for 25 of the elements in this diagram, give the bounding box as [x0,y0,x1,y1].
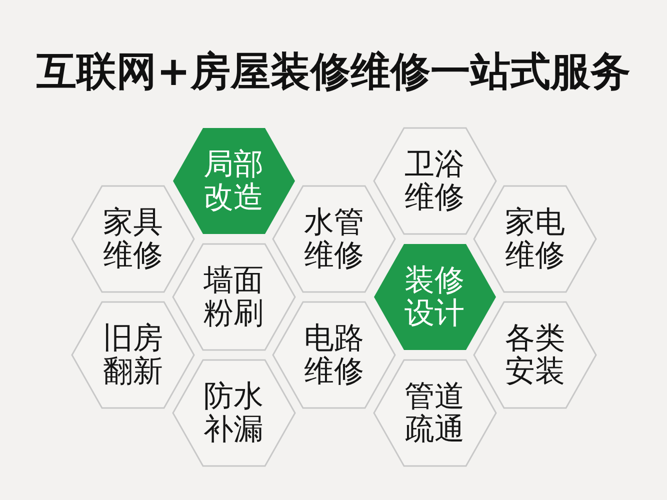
hexagon-tile [372,127,496,235]
service-label: 墙面粉刷 [202,264,264,330]
service-label: 电路维修 [303,322,365,388]
hexagon-tile [172,359,296,467]
hexagon-tile [172,243,296,351]
service-label: 防水补漏 [202,380,264,446]
service-label: 各类安装 [504,322,566,388]
service-label: 卫浴维修 [404,148,466,214]
hexagon-tile [372,243,496,351]
service-label: 局部改造 [202,148,264,214]
title: 互联网+房屋装修维修一站式服务 [36,50,632,94]
hexagon-tile [71,301,195,409]
hexagon-tile [71,185,195,293]
service-label: 家具维修 [102,206,164,272]
service-label: 家电维修 [504,206,566,272]
service-label: 水管维修 [303,206,365,272]
service-label: 旧房翻新 [102,322,164,388]
service-label: 管道疏通 [404,380,466,446]
service-label: 装修设计 [404,264,466,330]
hexagon-tile [272,185,396,293]
hexagon-tile [473,185,597,293]
hexagon-tile [172,127,296,235]
hexagon-tile [473,301,597,409]
hexagon-tile [372,359,496,467]
hexagon-tile [272,301,396,409]
